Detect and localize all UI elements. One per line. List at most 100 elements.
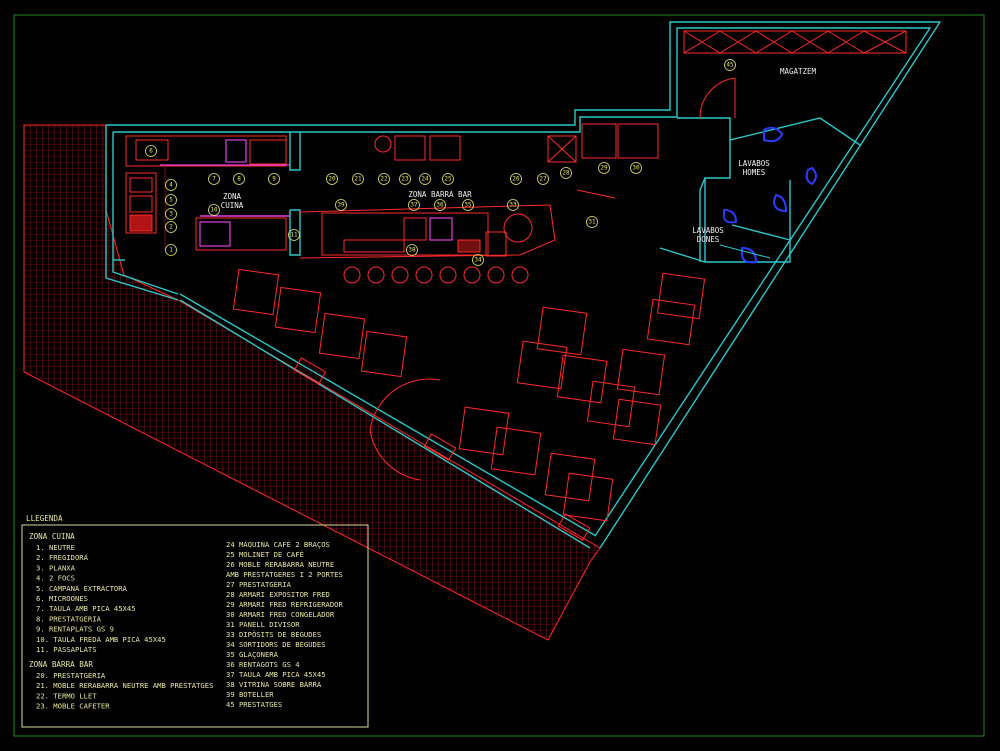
marker-number: 29 xyxy=(600,165,608,172)
marker-number: 10 xyxy=(210,207,218,214)
legend-item: 39 BOTELLER xyxy=(226,690,274,699)
marker-circle xyxy=(406,244,418,256)
marker-circle xyxy=(724,59,736,71)
kitchen-equipment xyxy=(125,135,290,251)
legend-item: AMB PRESTATGERES I 2 PORTES xyxy=(226,570,343,579)
marker-circle xyxy=(510,173,522,185)
marker-circle xyxy=(378,173,390,185)
marker-number: 23 xyxy=(401,176,409,183)
marker-circle xyxy=(419,173,431,185)
marker-circle xyxy=(352,173,364,185)
marker-number: 38 xyxy=(408,247,416,254)
marker-circle xyxy=(598,162,610,174)
marker-circle xyxy=(434,199,446,211)
dining-tables xyxy=(232,268,706,522)
marker-number: 21 xyxy=(354,176,362,183)
marker-number: 25 xyxy=(444,176,452,183)
marker-number: 11 xyxy=(290,232,298,239)
marker-circle xyxy=(560,167,572,179)
legend-cuina-heading: ZONA CUINA xyxy=(29,532,75,541)
lavabos-dones-label-1: LAVABOS xyxy=(692,226,724,235)
marker-circle xyxy=(288,229,300,241)
marker-circle xyxy=(145,145,157,157)
drawing-frame xyxy=(13,14,985,737)
marker-circle xyxy=(208,173,220,185)
marker-circle xyxy=(268,173,280,185)
marker-number: 28 xyxy=(562,170,570,177)
magatzem-label: MAGATZEM xyxy=(780,67,817,76)
legend-item: 27 PRESTATGERIA xyxy=(226,580,292,589)
legend-item: 26 MOBLE RERABARRA NEUTRE xyxy=(226,560,334,569)
marker-number: 34 xyxy=(474,257,482,264)
marker-number: 27 xyxy=(539,176,547,183)
marker-circle xyxy=(507,199,519,211)
bar-equipment xyxy=(299,123,659,284)
marker-circle xyxy=(326,173,338,185)
legend-item: 11. PASSAPLATS xyxy=(36,645,97,654)
legend-item: 25 MOLINET DE CAFÈ xyxy=(226,550,304,559)
marker-circle xyxy=(442,173,454,185)
legend-box xyxy=(21,524,369,728)
marker-number: 31 xyxy=(588,219,596,226)
marker-number: 22 xyxy=(380,176,388,183)
legend-item: 34 SORTIDORS DE BEGUDES xyxy=(226,640,326,649)
marker-circle xyxy=(335,199,347,211)
marker-circle xyxy=(462,199,474,211)
entrance-door xyxy=(293,357,591,541)
legend-item: 7. TAULA AMB PICA 45X45 xyxy=(36,604,136,613)
marker-circle xyxy=(208,204,220,216)
legend-item: 2. FREGIDORA xyxy=(36,553,89,562)
marker-number: 26 xyxy=(512,176,520,183)
marker-circle xyxy=(586,216,598,228)
legend-item: 38 VITRINA SOBRE BARRA xyxy=(226,680,322,689)
marker-number: 20 xyxy=(328,176,336,183)
zone-cuina-label-1: ZONA xyxy=(223,192,242,201)
toilet-fixtures xyxy=(719,126,817,264)
marker-number: 9 xyxy=(272,176,276,183)
legend-title: LLEGENDA xyxy=(26,514,63,523)
legend-item: 36 RENTAGOTS GS 4 xyxy=(226,660,300,669)
legend-item: 23. MOBLE CAFETER xyxy=(36,702,110,711)
marker-number: 36 xyxy=(436,202,444,209)
legend-item: 5. CAMPANA EXTRACTORA xyxy=(36,584,128,593)
marker-circle xyxy=(165,194,177,206)
marker-number: 37 xyxy=(410,202,418,209)
legend-item: 9. RENTAPLATS GS 9 xyxy=(36,625,114,634)
marker-number: 2 xyxy=(169,224,173,231)
marker-circle xyxy=(165,179,177,191)
marker-number: 7 xyxy=(212,176,216,183)
legend-item: 20. PRESTATGERIA xyxy=(36,671,106,680)
marker-circle xyxy=(165,208,177,220)
legend-item: 24 MÀQUINA CAFÈ 2 BRAÇOS xyxy=(226,540,330,549)
zone-labels: ZONA CUINA ZONA BARRA BAR MAGATZEM LAVAB… xyxy=(221,67,817,244)
marker-number: 5 xyxy=(169,197,173,204)
lavabos-homes-label-1: LAVABOS xyxy=(738,159,770,168)
legend-item: 35 GLAÇONERA xyxy=(226,650,279,659)
marker-circle xyxy=(408,199,420,211)
legend-item: 3. PLANXA xyxy=(36,563,76,572)
marker-number: 24 xyxy=(421,176,429,183)
marker-circle xyxy=(537,173,549,185)
storage-shelving xyxy=(683,30,907,119)
legend-item: 29 ARMARI FRED REFRIGERADOR xyxy=(226,600,344,609)
marker-number: 39 xyxy=(337,202,345,209)
marker-number: 33 xyxy=(509,202,517,209)
marker-number: 35 xyxy=(464,202,472,209)
marker-circle xyxy=(399,173,411,185)
lavabos-dones-label-2: DONES xyxy=(697,235,720,244)
legend-item: 37 TAULA AMB PICA 45X45 xyxy=(226,670,326,679)
marker-circle xyxy=(472,254,484,266)
legend-item: 10. TAULA FREDA AMB PICA 45X45 xyxy=(36,635,166,644)
legend-item: 8. PRESTATGERIA xyxy=(36,614,102,623)
legend-item: 45 PRESTATGES xyxy=(226,700,282,709)
marker-circle xyxy=(165,244,177,256)
marker-number: 8 xyxy=(237,176,241,183)
zone-barra-label: ZONA BARRA BAR xyxy=(408,190,472,199)
marker-number: 3 xyxy=(169,211,173,218)
legend-item: 1. NEUTRE xyxy=(36,543,75,552)
marker-circle xyxy=(630,162,642,174)
